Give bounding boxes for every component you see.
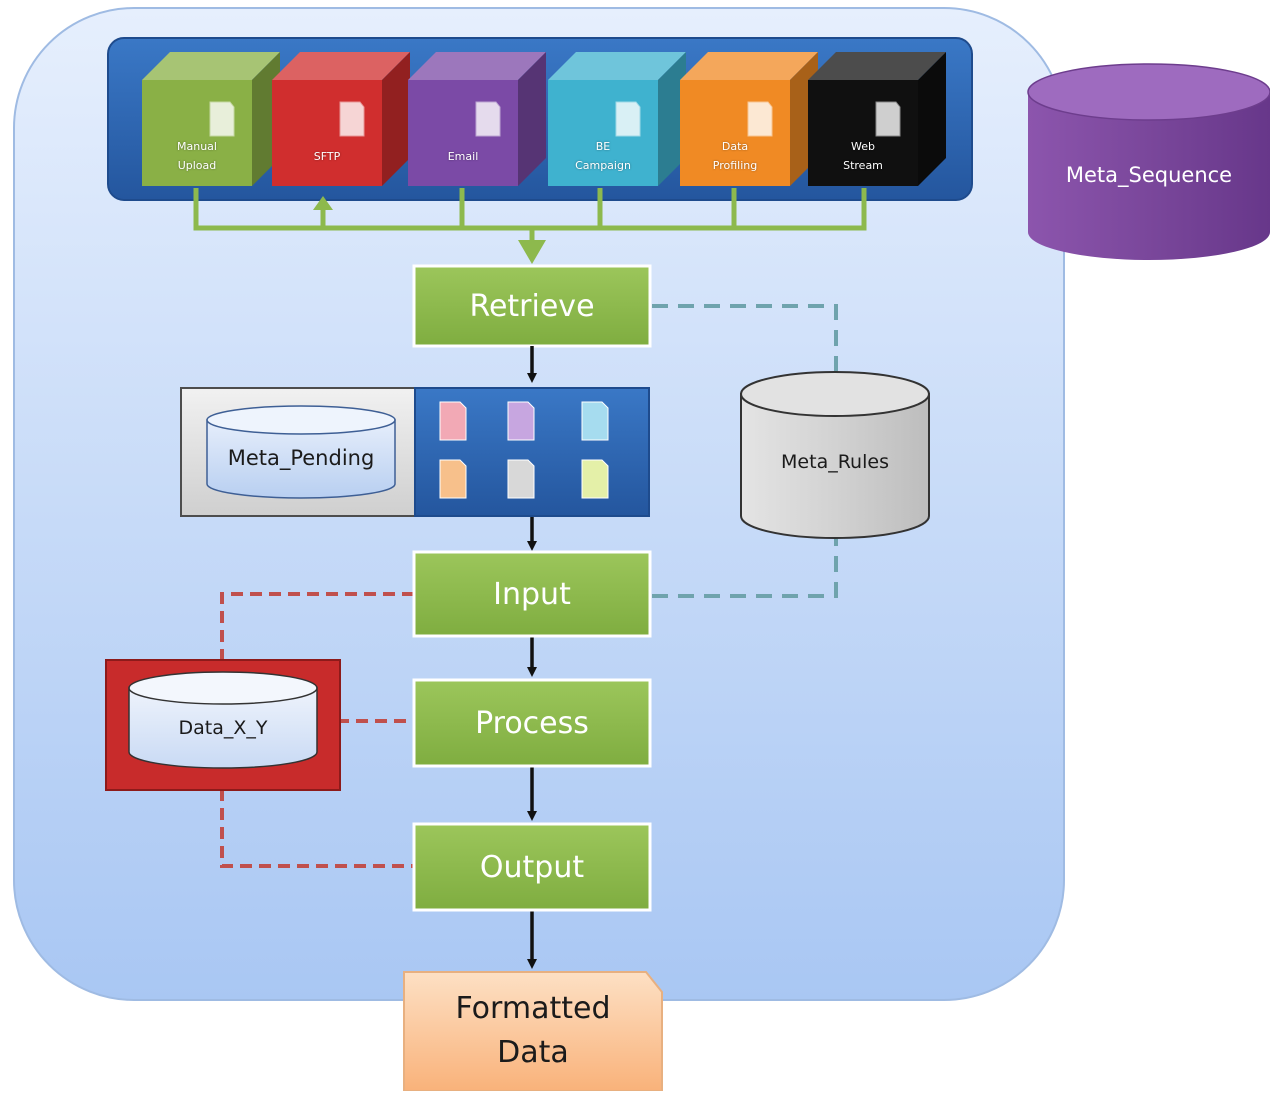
meta-rules-label: Meta_Rules [781, 451, 889, 473]
source-label-3: BE Campaign [575, 140, 631, 172]
document-icon [507, 459, 535, 499]
pending-files [439, 401, 609, 499]
retrieve-arrow-head [518, 240, 546, 264]
retrieve-step-box [412, 264, 652, 348]
input-step-box [412, 550, 652, 638]
data-xy-db [128, 671, 318, 769]
document-icon [581, 459, 609, 499]
sftp-arrow-head [313, 196, 333, 210]
document-icon [615, 101, 641, 137]
source-label-2: Email [447, 149, 479, 163]
source-cube-3 [548, 52, 686, 186]
document-icon [439, 401, 467, 441]
rules-connectors [652, 304, 838, 598]
meta-sequence-db [1027, 63, 1270, 260]
source-cube-5 [808, 52, 946, 186]
document-icon [747, 101, 773, 137]
data-xy-label: Data_X_Y [178, 717, 268, 739]
meta-sequence-label: Meta_Sequence [1065, 163, 1233, 187]
document-icon [507, 401, 535, 441]
source-connectors [193, 188, 867, 252]
process-label: Process [475, 705, 589, 741]
document-icon [339, 101, 365, 137]
source-label-0: Manual Upload [177, 140, 217, 172]
source-label-5: Web Stream [843, 140, 883, 172]
document-icon [475, 101, 501, 137]
meta-pending-label: Meta_Pending [227, 446, 375, 470]
source-cube-2 [408, 52, 546, 186]
meta-pending-db [206, 405, 396, 499]
output-step-box [412, 822, 652, 912]
source-cubes [142, 52, 946, 186]
document-icon [875, 101, 901, 137]
document-icon [581, 401, 609, 441]
source-label-1: SFTP [313, 149, 341, 163]
source-label-4: Data Profiling [712, 140, 758, 172]
data-connectors [220, 592, 414, 868]
input-label: Input [493, 576, 571, 612]
document-icon [439, 459, 467, 499]
formatted-data-label: Formatted Data [455, 991, 611, 1070]
meta-rules-db [740, 371, 930, 539]
source-cube-1 [272, 52, 410, 186]
document-icon [209, 101, 235, 137]
retrieve-label: Retrieve [469, 288, 595, 324]
process-step-box [412, 678, 652, 768]
output-label: Output [479, 849, 585, 885]
formatted-data-document [403, 971, 663, 1092]
